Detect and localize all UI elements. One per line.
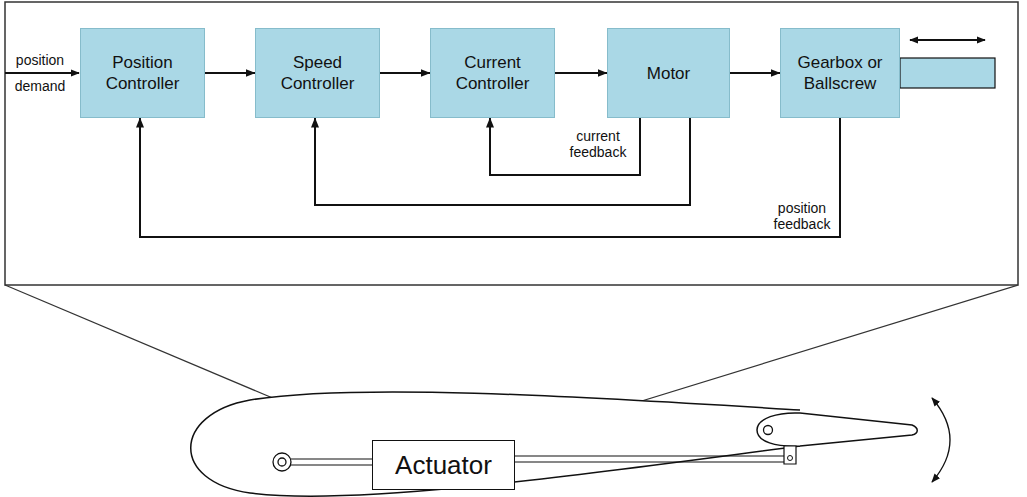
signal-label: current feedback: [563, 128, 633, 160]
process-box: Position Controller: [80, 28, 205, 118]
node-text-group: Current Controller: [437, 52, 548, 94]
input-arrow: [5, 72, 79, 74]
actuator-rod: [291, 458, 372, 459]
signal-arrow: [140, 118, 840, 237]
node-text-group: Actuator: [395, 450, 492, 480]
signal-arrow: [205, 72, 255, 74]
flap-outline: [757, 413, 917, 446]
signal-arrow: [380, 72, 430, 74]
mount-point: [273, 453, 291, 471]
signal-arrow: [555, 72, 607, 74]
signal-arrow: [315, 118, 690, 205]
node-label: Motor: [647, 63, 690, 84]
signal-arrow: [490, 118, 640, 175]
node-text-group: Position Controller: [87, 52, 198, 94]
wing-outline: [191, 392, 800, 496]
actuator-rod: [291, 464, 372, 465]
process-box: Speed Controller: [255, 28, 380, 118]
signal-arrow: [730, 72, 780, 74]
actuator-box: Actuator: [372, 440, 515, 490]
node-label: Current Controller: [437, 52, 548, 94]
signal-label: position feedback: [770, 200, 834, 232]
motion-arrow: [910, 39, 985, 41]
zoom-panel: [5, 2, 1018, 285]
output-rod: [900, 58, 995, 88]
process-box: Current Controller: [430, 28, 555, 118]
actuator-rod: [515, 455, 786, 456]
node-label: Gearbox or Ballscrew: [787, 52, 893, 94]
node-text-group: Gearbox or Ballscrew: [787, 52, 893, 94]
flap-horn: [784, 446, 796, 464]
process-box: Gearbox or Ballscrew: [780, 28, 900, 118]
node-text-group: Motor: [647, 63, 690, 84]
node-label: Actuator: [395, 450, 492, 480]
node-label: Position Controller: [87, 52, 198, 94]
process-box: Motor: [607, 28, 730, 118]
node-text-group: Speed Controller: [262, 52, 373, 94]
node-label: Speed Controller: [262, 52, 373, 94]
mount-pin: [278, 458, 286, 466]
flap-pivot: [764, 426, 773, 435]
deflection-arrow: [932, 398, 950, 482]
horn-pin: [788, 456, 793, 461]
actuator-rod: [515, 461, 786, 462]
signal-label: position demand: [8, 47, 72, 99]
